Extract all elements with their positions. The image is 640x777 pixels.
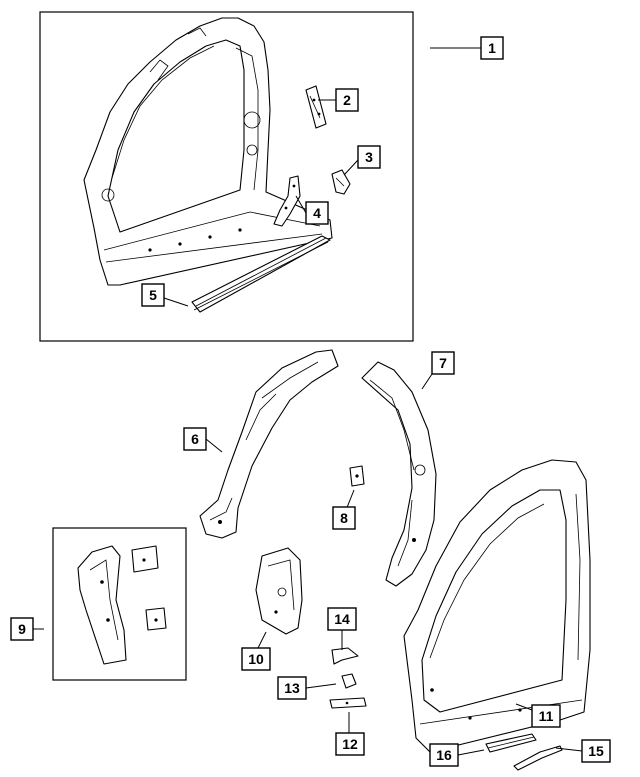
part-9-detail-frame bbox=[52, 527, 187, 681]
callout-label: 15 bbox=[588, 743, 604, 759]
callout-16: 16 bbox=[429, 743, 459, 767]
callout-label: 10 bbox=[248, 651, 264, 667]
part-12-strip bbox=[329, 697, 367, 709]
part-9-hinge-reinforcement bbox=[77, 545, 167, 665]
callout-label: 5 bbox=[149, 287, 157, 303]
part-13-block bbox=[341, 673, 357, 689]
callout-label: 14 bbox=[334, 611, 350, 627]
callout-9: 9 bbox=[10, 617, 34, 641]
assembly-frame bbox=[39, 11, 414, 342]
part-15-seal-strip bbox=[513, 745, 563, 771]
callout-13: 13 bbox=[277, 676, 307, 700]
callout-8: 8 bbox=[332, 506, 356, 530]
callout-7: 7 bbox=[431, 351, 455, 375]
callout-label: 7 bbox=[439, 355, 447, 371]
part-5-sill bbox=[191, 235, 331, 313]
callout-label: 6 bbox=[191, 431, 199, 447]
callout-11: 11 bbox=[531, 704, 561, 728]
part-6-a-pillar bbox=[199, 349, 339, 539]
callout-label: 2 bbox=[343, 92, 351, 108]
callout-3: 3 bbox=[357, 145, 381, 169]
part-10-reinforcement bbox=[255, 547, 303, 635]
part-14-bracket bbox=[331, 647, 359, 665]
callout-1: 1 bbox=[480, 36, 504, 60]
body-side-aperture-assembly bbox=[83, 17, 333, 286]
callout-15: 15 bbox=[581, 739, 611, 763]
part-4-reinforcement bbox=[273, 175, 301, 227]
callout-6: 6 bbox=[183, 427, 207, 451]
callout-2: 2 bbox=[335, 88, 359, 112]
callout-label: 12 bbox=[342, 736, 358, 752]
callout-10: 10 bbox=[241, 647, 271, 671]
callout-label: 1 bbox=[488, 40, 496, 56]
callout-4: 4 bbox=[305, 201, 329, 225]
callout-label: 13 bbox=[284, 680, 300, 696]
callout-label: 16 bbox=[436, 747, 452, 763]
callout-14: 14 bbox=[327, 607, 357, 631]
part-16-sill-molding bbox=[485, 733, 537, 753]
part-2-bracket bbox=[305, 85, 327, 129]
part-7-b-pillar bbox=[361, 361, 437, 587]
callout-label: 9 bbox=[18, 621, 26, 637]
callout-label: 11 bbox=[539, 708, 554, 724]
callout-label: 3 bbox=[365, 149, 373, 165]
callout-label: 4 bbox=[313, 205, 321, 221]
part-3-clip bbox=[331, 169, 351, 195]
leader-lines bbox=[33, 47, 583, 756]
callout-label: 8 bbox=[340, 510, 348, 526]
part-11-body-side-outer bbox=[403, 459, 591, 753]
callout-12: 12 bbox=[335, 732, 365, 756]
callout-5: 5 bbox=[141, 283, 165, 307]
part-8-bracket bbox=[349, 465, 365, 487]
